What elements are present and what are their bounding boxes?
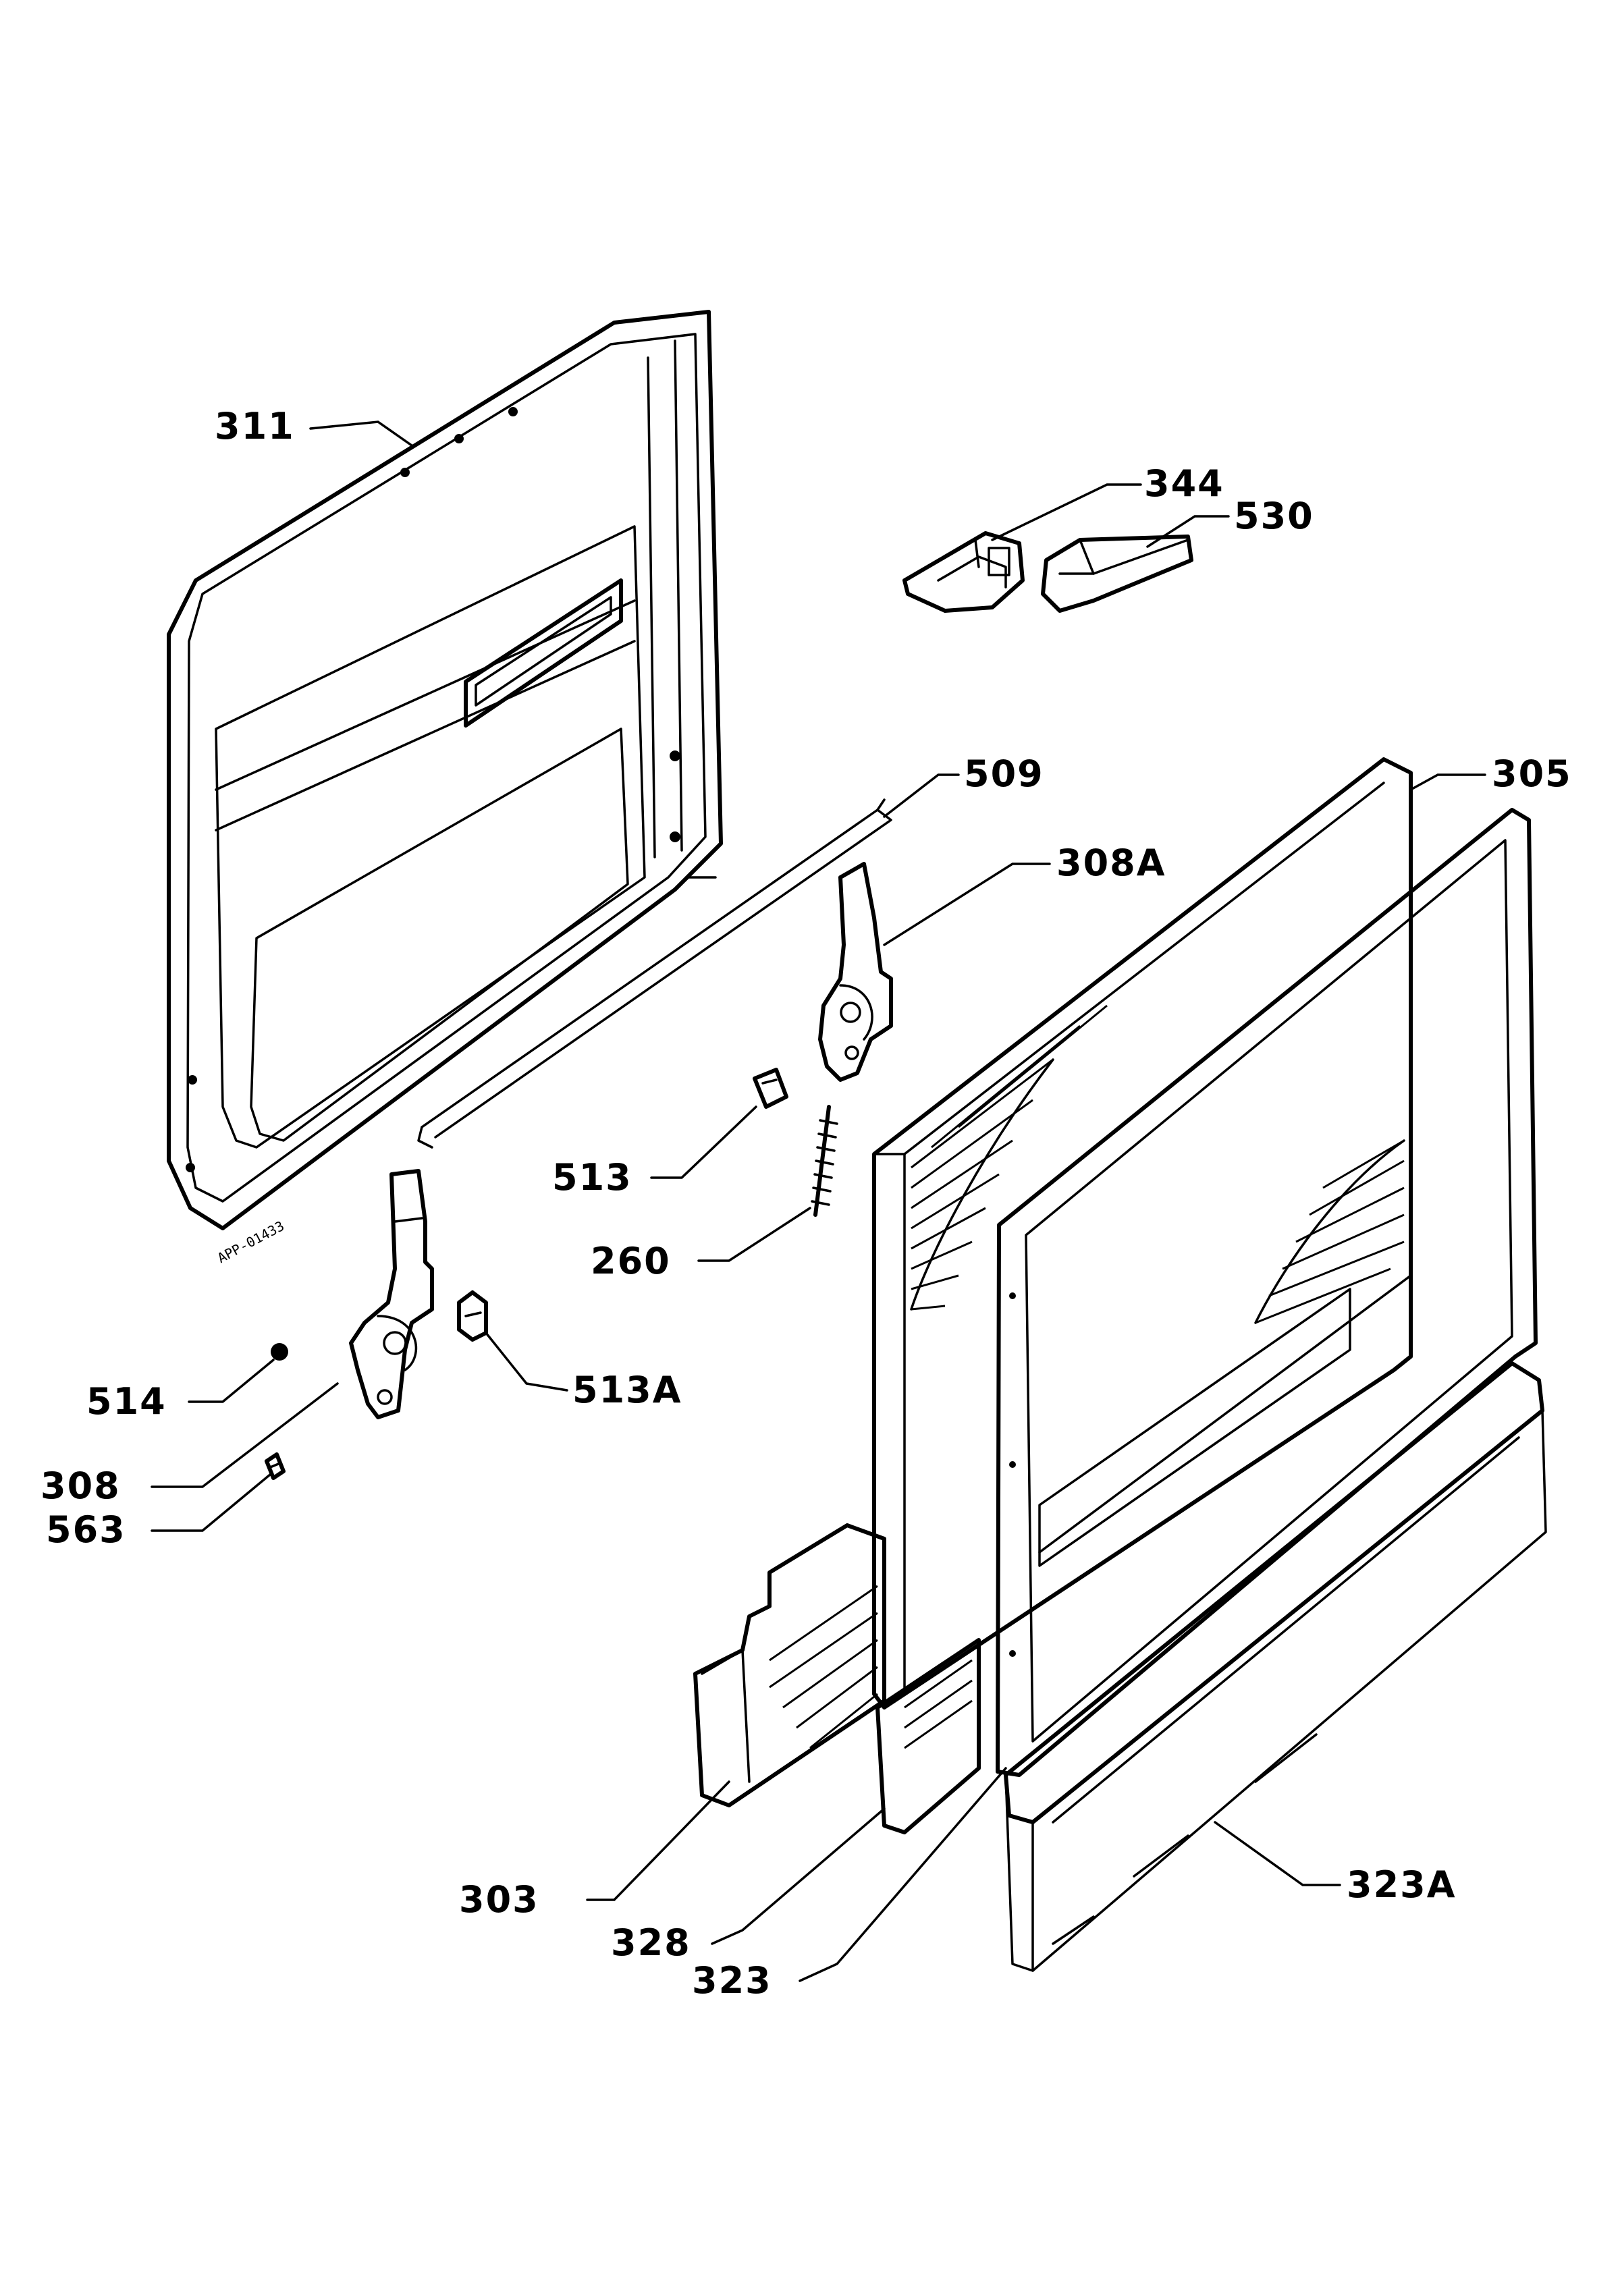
part-563-screw	[265, 1452, 286, 1480]
part-308-hinge-left	[349, 1169, 434, 1419]
callout-530: 530	[1234, 495, 1314, 537]
part-514-nut	[271, 1343, 288, 1361]
leader-lines	[151, 420, 1486, 1982]
leader-303	[586, 1780, 730, 1901]
part-303-kick-panel	[693, 1523, 886, 1807]
part-308A-hinge-right	[818, 862, 893, 1082]
part-260-spring	[811, 1105, 838, 1217]
callout-308: 308	[40, 1465, 121, 1507]
callout-563: 563	[46, 1508, 126, 1551]
leader-509	[883, 773, 960, 818]
leader-305	[1409, 773, 1486, 791]
callout-323A: 323A	[1347, 1863, 1457, 1906]
part-305-outer-panel	[872, 757, 1413, 1710]
callout-260: 260	[591, 1240, 671, 1282]
leader-530	[1146, 515, 1230, 548]
part-323-frame	[996, 808, 1538, 1777]
callout-509: 509	[964, 753, 1044, 795]
leader-514	[188, 1359, 275, 1403]
part-311-inner-door	[167, 310, 723, 1230]
callout-513: 513	[552, 1156, 632, 1199]
part-509-rod	[417, 798, 892, 1149]
callout-513A: 513A	[572, 1369, 682, 1411]
part-344-latch	[902, 531, 1025, 613]
callout-323: 323	[692, 1959, 772, 2002]
part-530-catch	[1041, 535, 1193, 613]
part-328-lower-panel	[875, 1638, 981, 1834]
callout-344: 344	[1144, 462, 1224, 505]
part-323A-bottom-strip	[1004, 1361, 1547, 1972]
part-513-clip	[753, 1068, 788, 1109]
part-513A-clip	[457, 1290, 488, 1342]
callout-305: 305	[1492, 753, 1572, 795]
callout-303: 303	[459, 1878, 539, 1921]
leader-311	[309, 420, 413, 447]
leader-323	[799, 1767, 1007, 1982]
callout-328: 328	[611, 1921, 691, 1964]
callout-514: 514	[86, 1380, 167, 1423]
callout-311: 311	[215, 405, 295, 447]
leader-308A	[883, 863, 1051, 946]
leader-513	[650, 1105, 757, 1179]
leader-323A	[1214, 1821, 1341, 1886]
leader-260	[697, 1207, 811, 1262]
leader-308	[151, 1382, 339, 1488]
leader-344	[991, 483, 1142, 541]
leader-563	[151, 1473, 271, 1532]
callout-308A: 308A	[1056, 842, 1166, 884]
leader-513A	[485, 1332, 568, 1392]
leader-328	[711, 1807, 886, 1945]
